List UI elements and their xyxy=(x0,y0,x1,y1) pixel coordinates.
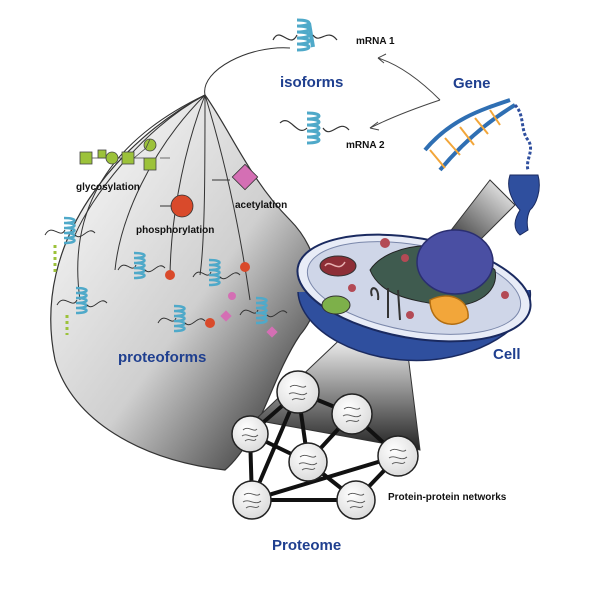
label-cell: Cell xyxy=(493,346,521,363)
fan-lines xyxy=(74,47,291,301)
label-isoforms: isoforms xyxy=(280,74,343,91)
protein-icon-isoform-1 xyxy=(272,18,338,52)
dna-helix-icon xyxy=(423,98,533,172)
label-gene: Gene xyxy=(453,75,491,92)
label-mrna1: mRNA 1 xyxy=(356,36,395,47)
gene-arrows xyxy=(369,53,441,131)
network-node-icon xyxy=(331,393,373,435)
network-node-icon xyxy=(276,370,320,414)
network-node-icon xyxy=(288,442,328,482)
label-mrna2: mRNA 2 xyxy=(346,140,385,151)
proteoform-proteins xyxy=(44,216,288,338)
acetylation-icon xyxy=(212,163,259,191)
network-node-icon xyxy=(336,480,376,520)
network-node-icon xyxy=(377,435,419,477)
label-protein-protein-networks: Protein-protein networks xyxy=(388,492,507,503)
label-proteome: Proteome xyxy=(272,537,341,554)
protein-icon-isoform-2 xyxy=(279,111,350,145)
phosphorylation-icon xyxy=(160,194,194,218)
label-phosphorylation: phosphorylation xyxy=(136,225,214,236)
label-glycosylation: glycosylation xyxy=(76,182,140,193)
network-node-icon xyxy=(232,480,272,520)
network-node-icon xyxy=(231,415,269,453)
chromosome-icon xyxy=(508,174,540,236)
glycosylation-icon xyxy=(79,138,170,171)
cell-icon xyxy=(296,229,532,362)
label-acetylation: acetylation xyxy=(235,200,287,211)
network-nodes xyxy=(231,370,419,520)
proteoforms-funnel xyxy=(50,94,319,471)
label-proteoforms: proteoforms xyxy=(118,349,206,366)
